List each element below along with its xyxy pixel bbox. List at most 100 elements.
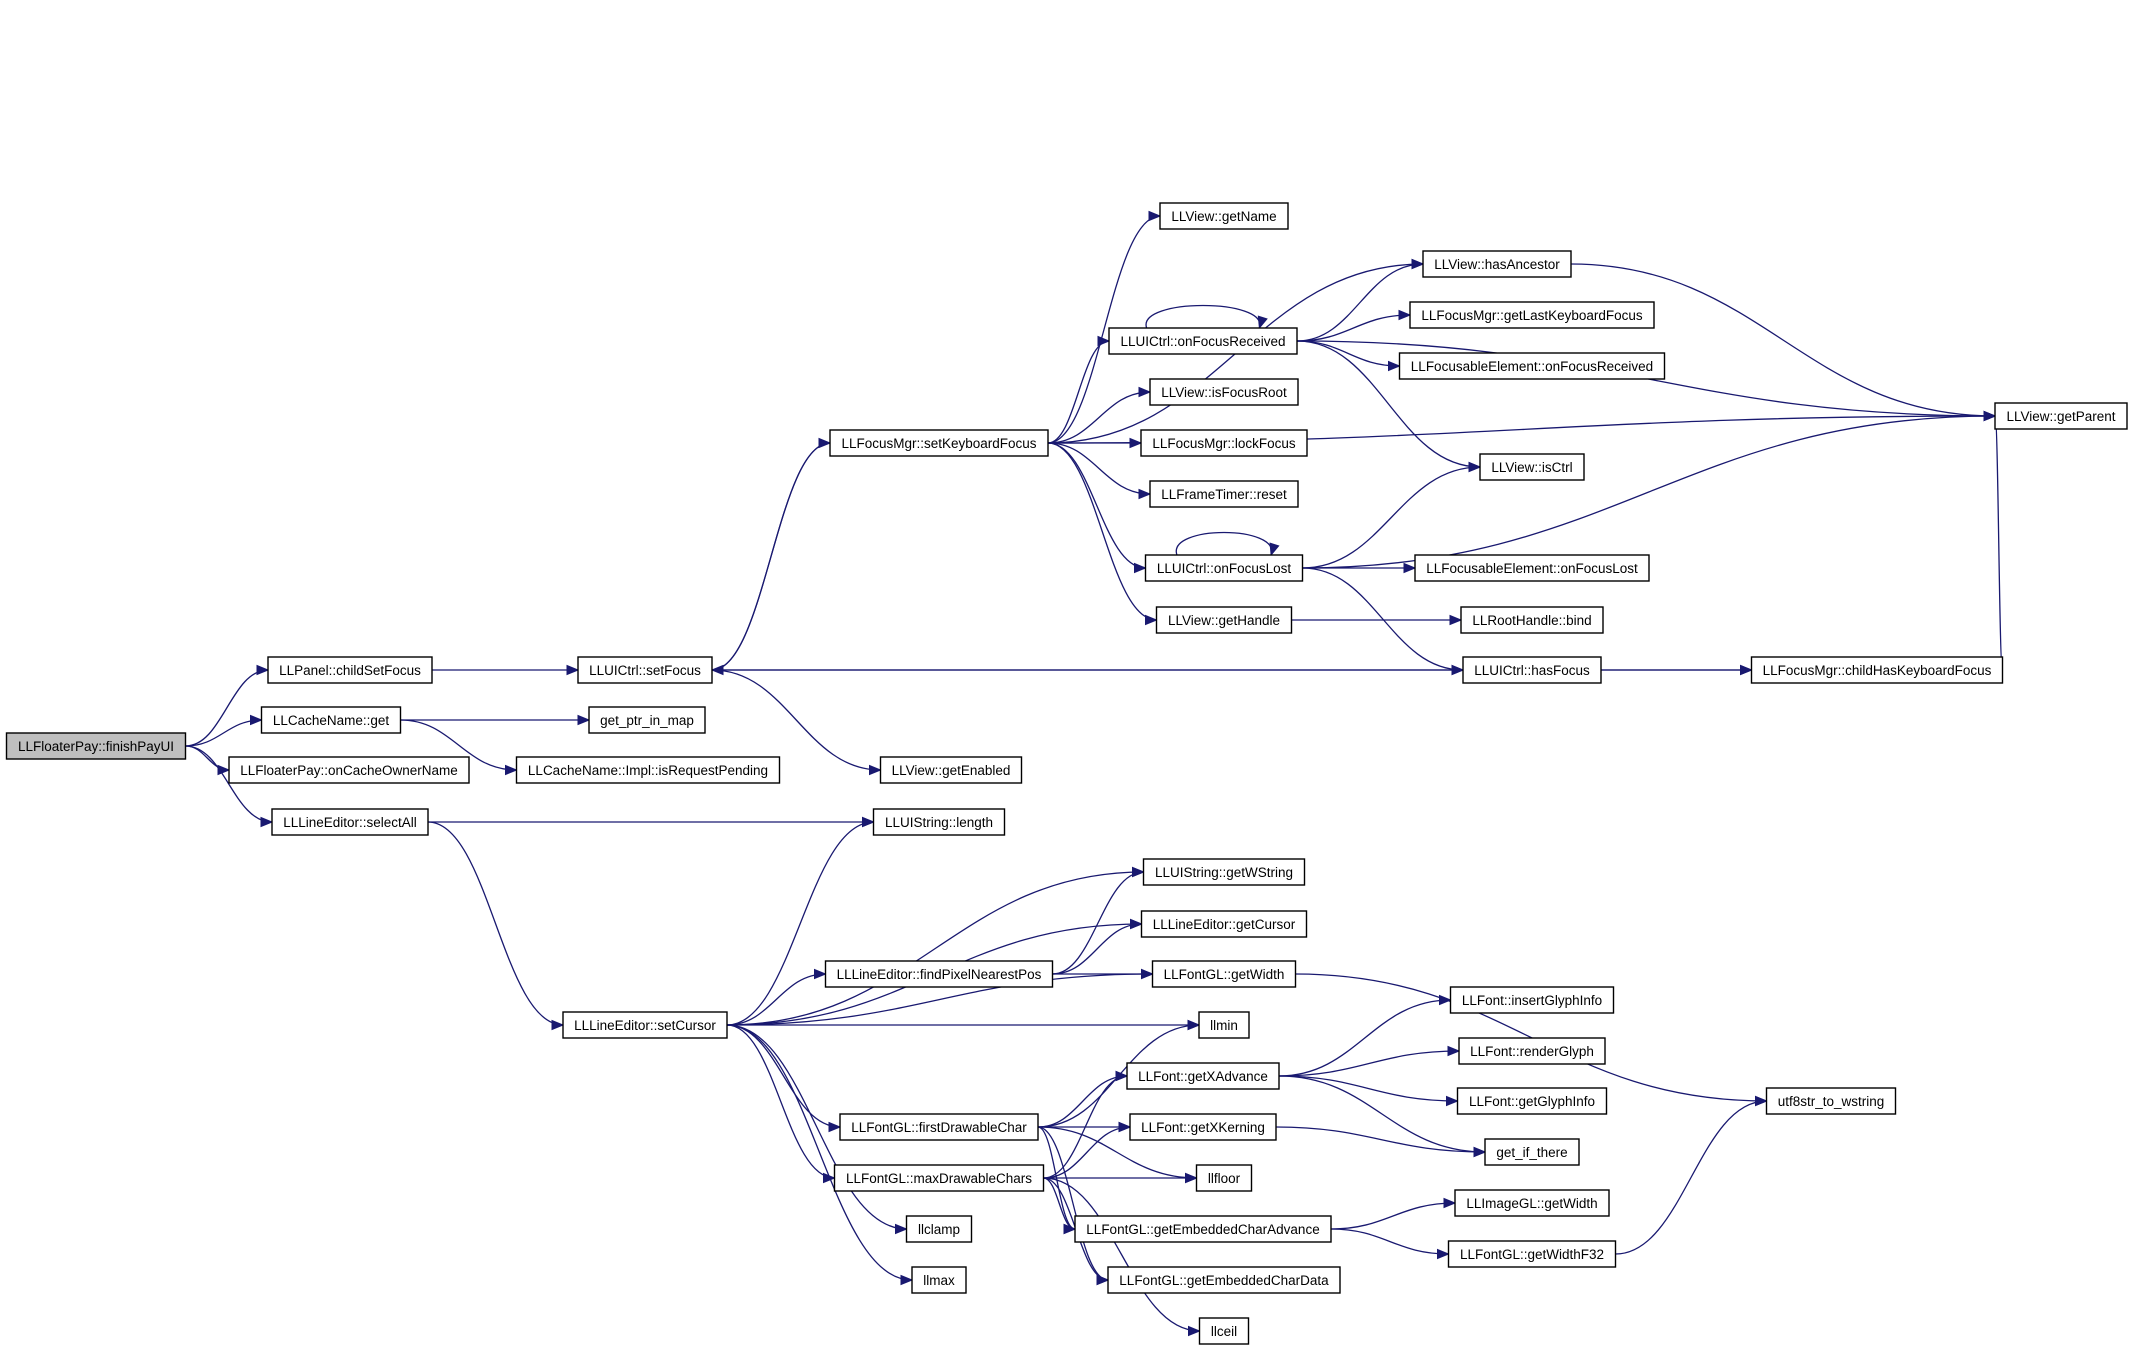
arrowhead [895, 1223, 908, 1235]
node-box [267, 656, 433, 684]
edge-maxDrawableChars-to-getXAdvance [1043, 1070, 1129, 1179]
node-getXAdvance[interactable]: LLFont::getXAdvance [1126, 1062, 1280, 1090]
node-cacheNameGet[interactable]: LLCacheName::get [260, 706, 402, 734]
node-getPtrInMap[interactable]: get_ptr_in_map [588, 706, 706, 734]
node-hasFocus[interactable]: LLUICtrl::hasFocus [1462, 656, 1602, 684]
node-getHandle[interactable]: LLView::getHandle [1155, 606, 1293, 634]
node-label: LLUICtrl::hasFocus [1474, 663, 1590, 678]
node-label: LLUIString::getWString [1155, 865, 1293, 880]
node-label: LLUICtrl::onFocusLost [1157, 561, 1292, 576]
arrowhead [828, 1121, 842, 1133]
arrowhead [1132, 866, 1145, 878]
edge-setKeyboardFocus-to-lockFocus [1048, 437, 1143, 449]
node-getXKerning[interactable]: LLFont::getXKerning [1129, 1113, 1277, 1141]
node-isCtrl[interactable]: LLView::isCtrl [1479, 453, 1585, 481]
node-getParent[interactable]: LLView::getParent [1994, 402, 2128, 430]
node-fontGetWidth[interactable]: LLFontGL::getWidth [1151, 960, 1297, 988]
arrowhead [1188, 1325, 1201, 1337]
node-getCursor[interactable]: LLLineEditor::getCursor [1140, 910, 1308, 938]
arrowhead [1449, 614, 1463, 626]
arrowhead [869, 764, 882, 776]
node-focusableOnFocusLost[interactable]: LLFocusableElement::onFocusLost [1414, 554, 1650, 582]
edge-maxDrawableChars-to-llfloor [1043, 1172, 1198, 1184]
edge-setKeyboardFocus-to-onFocusReceived [1047, 335, 1111, 444]
node-setKeyboardFocus[interactable]: LLFocusMgr::setKeyboardFocus [829, 429, 1049, 457]
node-box [911, 1266, 967, 1294]
node-lockFocus[interactable]: LLFocusMgr::lockFocus [1140, 429, 1308, 457]
node-getName[interactable]: LLView::getName [1159, 202, 1289, 230]
node-uictrlSetFocus[interactable]: LLUICtrl::setFocus [577, 656, 713, 684]
node-label: LLFont::renderGlyph [1470, 1044, 1594, 1059]
node-llclamp[interactable]: llclamp [905, 1215, 973, 1243]
edge-setKeyboardFocus-to-onFocusLost [1047, 442, 1147, 574]
node-utf8strToWstring[interactable]: utf8str_to_wstring [1765, 1087, 1897, 1115]
edge-onFocusLost-to-hasFocus [1302, 567, 1465, 676]
node-setCursor[interactable]: LLLineEditor::setCursor [562, 1011, 728, 1039]
node-label: LLView::getEnabled [892, 763, 1011, 778]
arrowhead [900, 1274, 914, 1286]
arrowhead [1388, 360, 1401, 372]
node-onFocusReceived[interactable]: LLUICtrl::onFocusReceived [1108, 327, 1298, 355]
node-label: LLFontGL::getWidth [1164, 967, 1285, 982]
node-childSetFocus[interactable]: LLPanel::childSetFocus [267, 656, 433, 684]
edge-getXAdvance-to-renderGlyph [1278, 1045, 1461, 1077]
node-focusableOnFocusReceived[interactable]: LLFocusableElement::onFocusReceived [1398, 352, 1666, 380]
node-isFocusRoot[interactable]: LLView::isFocusRoot [1149, 378, 1299, 406]
node-label: LLFont::getXAdvance [1138, 1069, 1268, 1084]
node-box [1460, 606, 1604, 634]
node-getWidthF32[interactable]: LLFontGL::getWidthF32 [1447, 1240, 1617, 1268]
node-imageGetWidth[interactable]: LLImageGL::getWidth [1454, 1189, 1610, 1217]
arrowhead [1451, 664, 1465, 676]
node-rootHandleBind[interactable]: LLRootHandle::bind [1460, 606, 1604, 634]
node-getEmbeddedCharData[interactable]: LLFontGL::getEmbeddedCharData [1107, 1266, 1341, 1294]
edge-getXAdvance-to-insertGlyphInfo [1278, 994, 1452, 1077]
edge-finishPayUI-to-childSetFocus [185, 664, 270, 747]
node-renderGlyph[interactable]: LLFont::renderGlyph [1458, 1037, 1606, 1065]
node-box [872, 808, 1006, 836]
edge-setCursor-to-firstDrawableChar [726, 1024, 842, 1133]
edge-setKeyboardFocus-to-getHandle [1047, 442, 1158, 626]
node-getGlyphInfo[interactable]: LLFont::getGlyphInfo [1456, 1087, 1608, 1115]
edge-onFocusLost-to-focusableOnFocusLost [1302, 562, 1417, 574]
arrowhead [1141, 968, 1154, 980]
edge-line [185, 745, 230, 771]
node-llmax[interactable]: llmax [911, 1266, 967, 1294]
edge-line [1296, 340, 1400, 367]
node-getIfThere[interactable]: get_if_there [1484, 1138, 1580, 1166]
node-frameTimerReset[interactable]: LLFrameTimer::reset [1149, 480, 1299, 508]
node-getLastKeyboardFocus[interactable]: LLFocusMgr::getLastKeyboardFocus [1409, 301, 1655, 329]
node-getEmbeddedCharAdvance[interactable]: LLFontGL::getEmbeddedCharAdvance [1074, 1215, 1332, 1243]
node-llceil[interactable]: llceil [1198, 1317, 1250, 1345]
edge-line [1296, 314, 1411, 342]
node-box [588, 706, 706, 734]
node-box [1456, 1087, 1608, 1115]
node-getEnabled[interactable]: LLView::getEnabled [879, 756, 1023, 784]
node-maxDrawableChars[interactable]: LLFontGL::maxDrawableChars [833, 1164, 1045, 1192]
node-firstDrawableChar[interactable]: LLFontGL::firstDrawableChar [839, 1113, 1039, 1141]
node-llfloor[interactable]: llfloor [1195, 1164, 1253, 1192]
node-finishPayUI[interactable]: LLFloaterPay::finishPayUI [5, 732, 187, 760]
node-hasAncestor[interactable]: LLView::hasAncestor [1422, 250, 1572, 278]
edge-line [1330, 1202, 1456, 1230]
node-insertGlyphInfo[interactable]: LLFont::insertGlyphInfo [1449, 986, 1615, 1014]
arrowhead [551, 1019, 565, 1031]
node-onCacheOwnerName[interactable]: LLFloaterPay::onCacheOwnerName [228, 756, 470, 784]
edge-line [1047, 215, 1161, 444]
node-childHasKeyboardFocus[interactable]: LLFocusMgr::childHasKeyboardFocus [1750, 656, 2004, 684]
node-onFocusLost[interactable]: LLUICtrl::onFocusLost [1144, 554, 1304, 582]
node-label: get_ptr_in_map [600, 713, 694, 728]
node-uistringLength[interactable]: LLUIString::length [872, 808, 1006, 836]
node-selectAll[interactable]: LLLineEditor::selectAll [271, 808, 429, 836]
arrowhead [1129, 437, 1143, 449]
edge-maxDrawableChars-to-getEmbeddedCharAdvance [1043, 1177, 1077, 1235]
node-label: LLUICtrl::onFocusReceived [1120, 334, 1285, 349]
node-getWString[interactable]: LLUIString::getWString [1142, 858, 1306, 886]
node-llmin[interactable]: llmin [1198, 1011, 1250, 1039]
edge-line [1037, 1126, 1197, 1179]
node-box [228, 756, 470, 784]
edge-line [1037, 1075, 1128, 1128]
node-label: LLLineEditor::findPixelNearestPos [837, 967, 1042, 982]
edge-getXAdvance-to-getGlyphInfo [1278, 1075, 1459, 1107]
node-isRequestPending[interactable]: LLCacheName::Impl::isRequestPending [515, 756, 781, 784]
node-findPixelNearestPos[interactable]: LLLineEditor::findPixelNearestPos [824, 960, 1054, 988]
